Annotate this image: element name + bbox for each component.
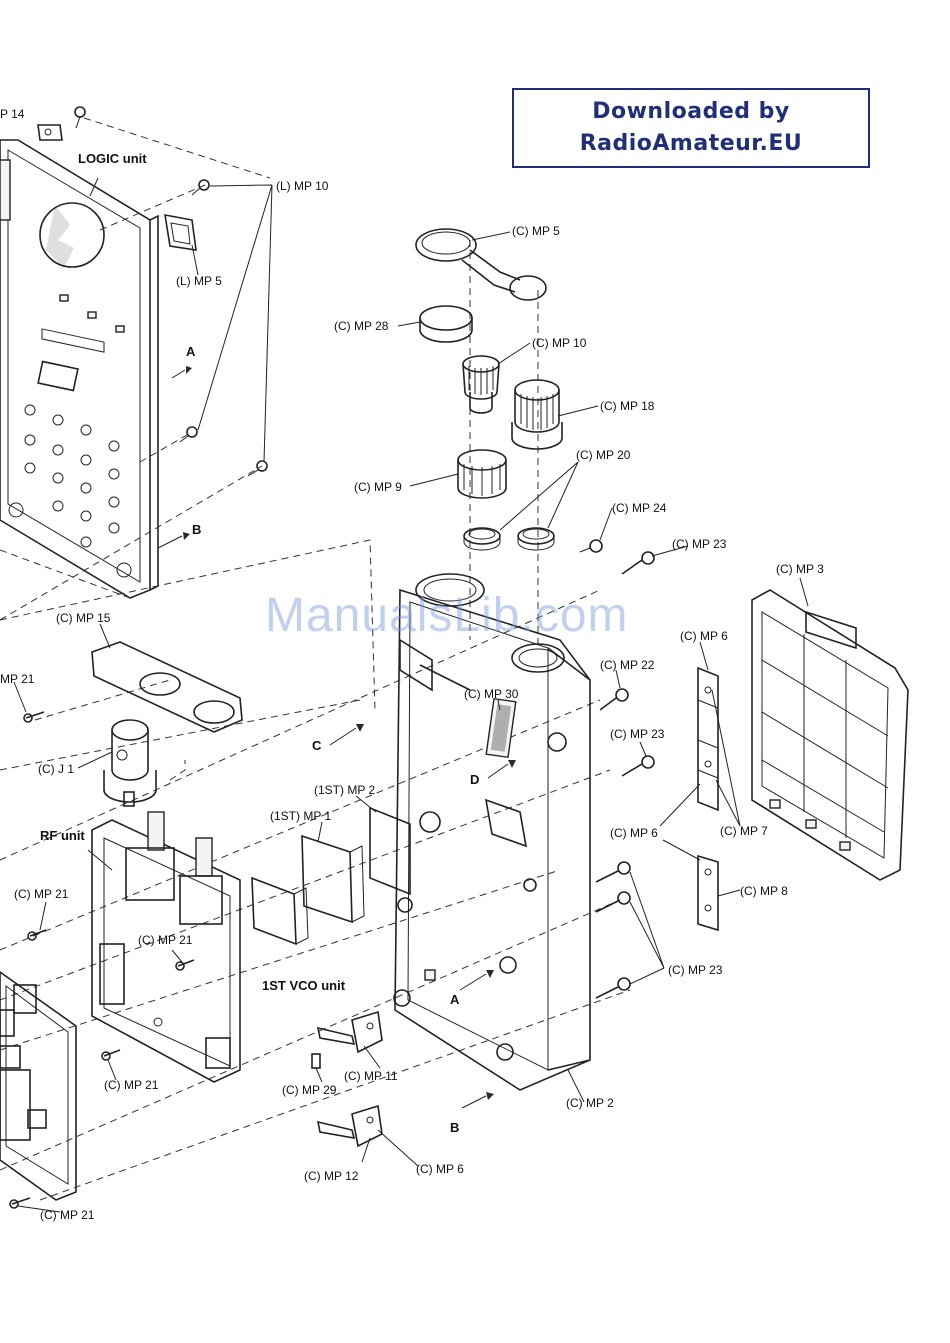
cmp10-knob: [462, 355, 500, 414]
label-cmp24: (C) MP 24: [612, 501, 667, 515]
vco-shields: [251, 806, 411, 946]
arrow-c-label: C: [312, 738, 322, 753]
cmp20-washers: [463, 527, 555, 551]
label-cmp10: (C) MP 10: [532, 336, 587, 350]
label-cmp29: (C) MP 29: [282, 1083, 337, 1097]
leader-lines: [13, 177, 809, 1213]
label-mp21a: MP 21: [0, 672, 35, 686]
label-cmp7: (C) MP 7: [720, 824, 768, 838]
banner-line-2: RadioAmateur.EU: [579, 131, 803, 156]
label-cmp8: (C) MP 8: [740, 884, 788, 898]
label-cmp12: (C) MP 12: [304, 1169, 359, 1183]
label-cmp23b: (C) MP 23: [610, 727, 665, 741]
label-cmp21b: (C) MP 21: [14, 887, 69, 901]
arrow-a-label-bottom: A: [450, 992, 460, 1007]
arrow-a-top: [171, 366, 192, 379]
dashed-guides: [0, 117, 631, 1201]
label-stmp2: (1ST) MP 2: [314, 783, 375, 797]
banner-line-1: Downloaded by: [592, 99, 790, 124]
cmp15-plate: [91, 641, 243, 733]
cj1-connector: [103, 719, 157, 807]
label-lmp5: (L) MP 5: [176, 274, 222, 288]
cmp8-plate: [697, 854, 719, 932]
screws-right: [579, 539, 655, 999]
label-cmp6a: (C) MP 6: [680, 629, 728, 643]
lmp14-bracket: [37, 124, 63, 141]
label-cmp2: (C) MP 2: [566, 1096, 614, 1110]
cmp12-bracket: [316, 1104, 383, 1148]
cmp6-strip: [697, 666, 719, 812]
label-cmp15: (C) MP 15: [56, 611, 111, 625]
cmp5-cap: [415, 228, 547, 301]
part-labels: P 14 LOGIC unit (L) MP 10 (L) MP 5 A B (…: [0, 107, 824, 1222]
label-stmp1: (1ST) MP 1: [270, 809, 331, 823]
label-cmp6c: (C) MP 6: [416, 1162, 464, 1176]
label-cj1: (C) J 1: [38, 762, 74, 776]
arrow-d-label: D: [470, 772, 479, 787]
keypad-holes: [8, 404, 132, 578]
label-rf-unit: RF unit: [40, 828, 85, 843]
label-cmp21e: (C) MP 21: [40, 1208, 95, 1222]
label-cmp11: (C) MP 11: [344, 1069, 398, 1083]
label-logic-unit: LOGIC unit: [78, 151, 147, 166]
label-cmp28: (C) MP 28: [334, 319, 389, 333]
label-cmp22: (C) MP 22: [600, 658, 655, 672]
arrow-c: [329, 724, 364, 746]
label-cmp5: (C) MP 5: [512, 224, 560, 238]
label-cmp20: (C) MP 20: [576, 448, 631, 462]
label-cmp30: (C) MP 30: [464, 687, 519, 701]
label-vco-unit: 1ST VCO unit: [262, 978, 346, 993]
arrow-b-label-bottom: B: [450, 1120, 459, 1135]
manualslib-watermark: ManualsLib.com: [265, 589, 629, 642]
cmp9-nut: [457, 449, 507, 499]
rf-unit-board: [91, 811, 241, 1083]
logic-unit-board: [0, 139, 159, 599]
label-cmp9: (C) MP 9: [354, 480, 402, 494]
label-cmp23a: (C) MP 23: [672, 537, 727, 551]
cmp18-knob: [511, 379, 563, 450]
lower-left-board: [0, 971, 77, 1201]
arrow-b-bottom: [461, 1092, 494, 1109]
download-banner: Downloaded by RadioAmateur.EU: [512, 88, 870, 168]
label-cmp6b: (C) MP 6: [610, 826, 658, 840]
arrow-a-bottom: [459, 970, 494, 991]
chassis-cmp2: [393, 573, 591, 1091]
arrow-a-label-top: A: [186, 344, 196, 359]
lmp5-part: [164, 214, 197, 251]
label-cmp21c: (C) MP 21: [138, 933, 193, 947]
cmp11-bracket: [316, 1010, 383, 1054]
label-cmp23c: (C) MP 23: [668, 963, 723, 977]
label-mp14: P 14: [0, 107, 25, 121]
cmp29-part: [311, 1053, 321, 1069]
label-lmp10: (L) MP 10: [276, 179, 329, 193]
arrow-d: [487, 760, 516, 779]
arrow-b-label-top: B: [192, 522, 201, 537]
label-cmp18: (C) MP 18: [600, 399, 655, 413]
label-cmp21d: (C) MP 21: [104, 1078, 159, 1092]
screws-left: [9, 711, 195, 1209]
label-cmp3: (C) MP 3: [776, 562, 824, 576]
arrow-b-top: [157, 532, 190, 549]
screws-logic: [74, 106, 268, 477]
battery-cover-cmp3: [751, 589, 909, 881]
cmp28-ring: [419, 305, 473, 343]
